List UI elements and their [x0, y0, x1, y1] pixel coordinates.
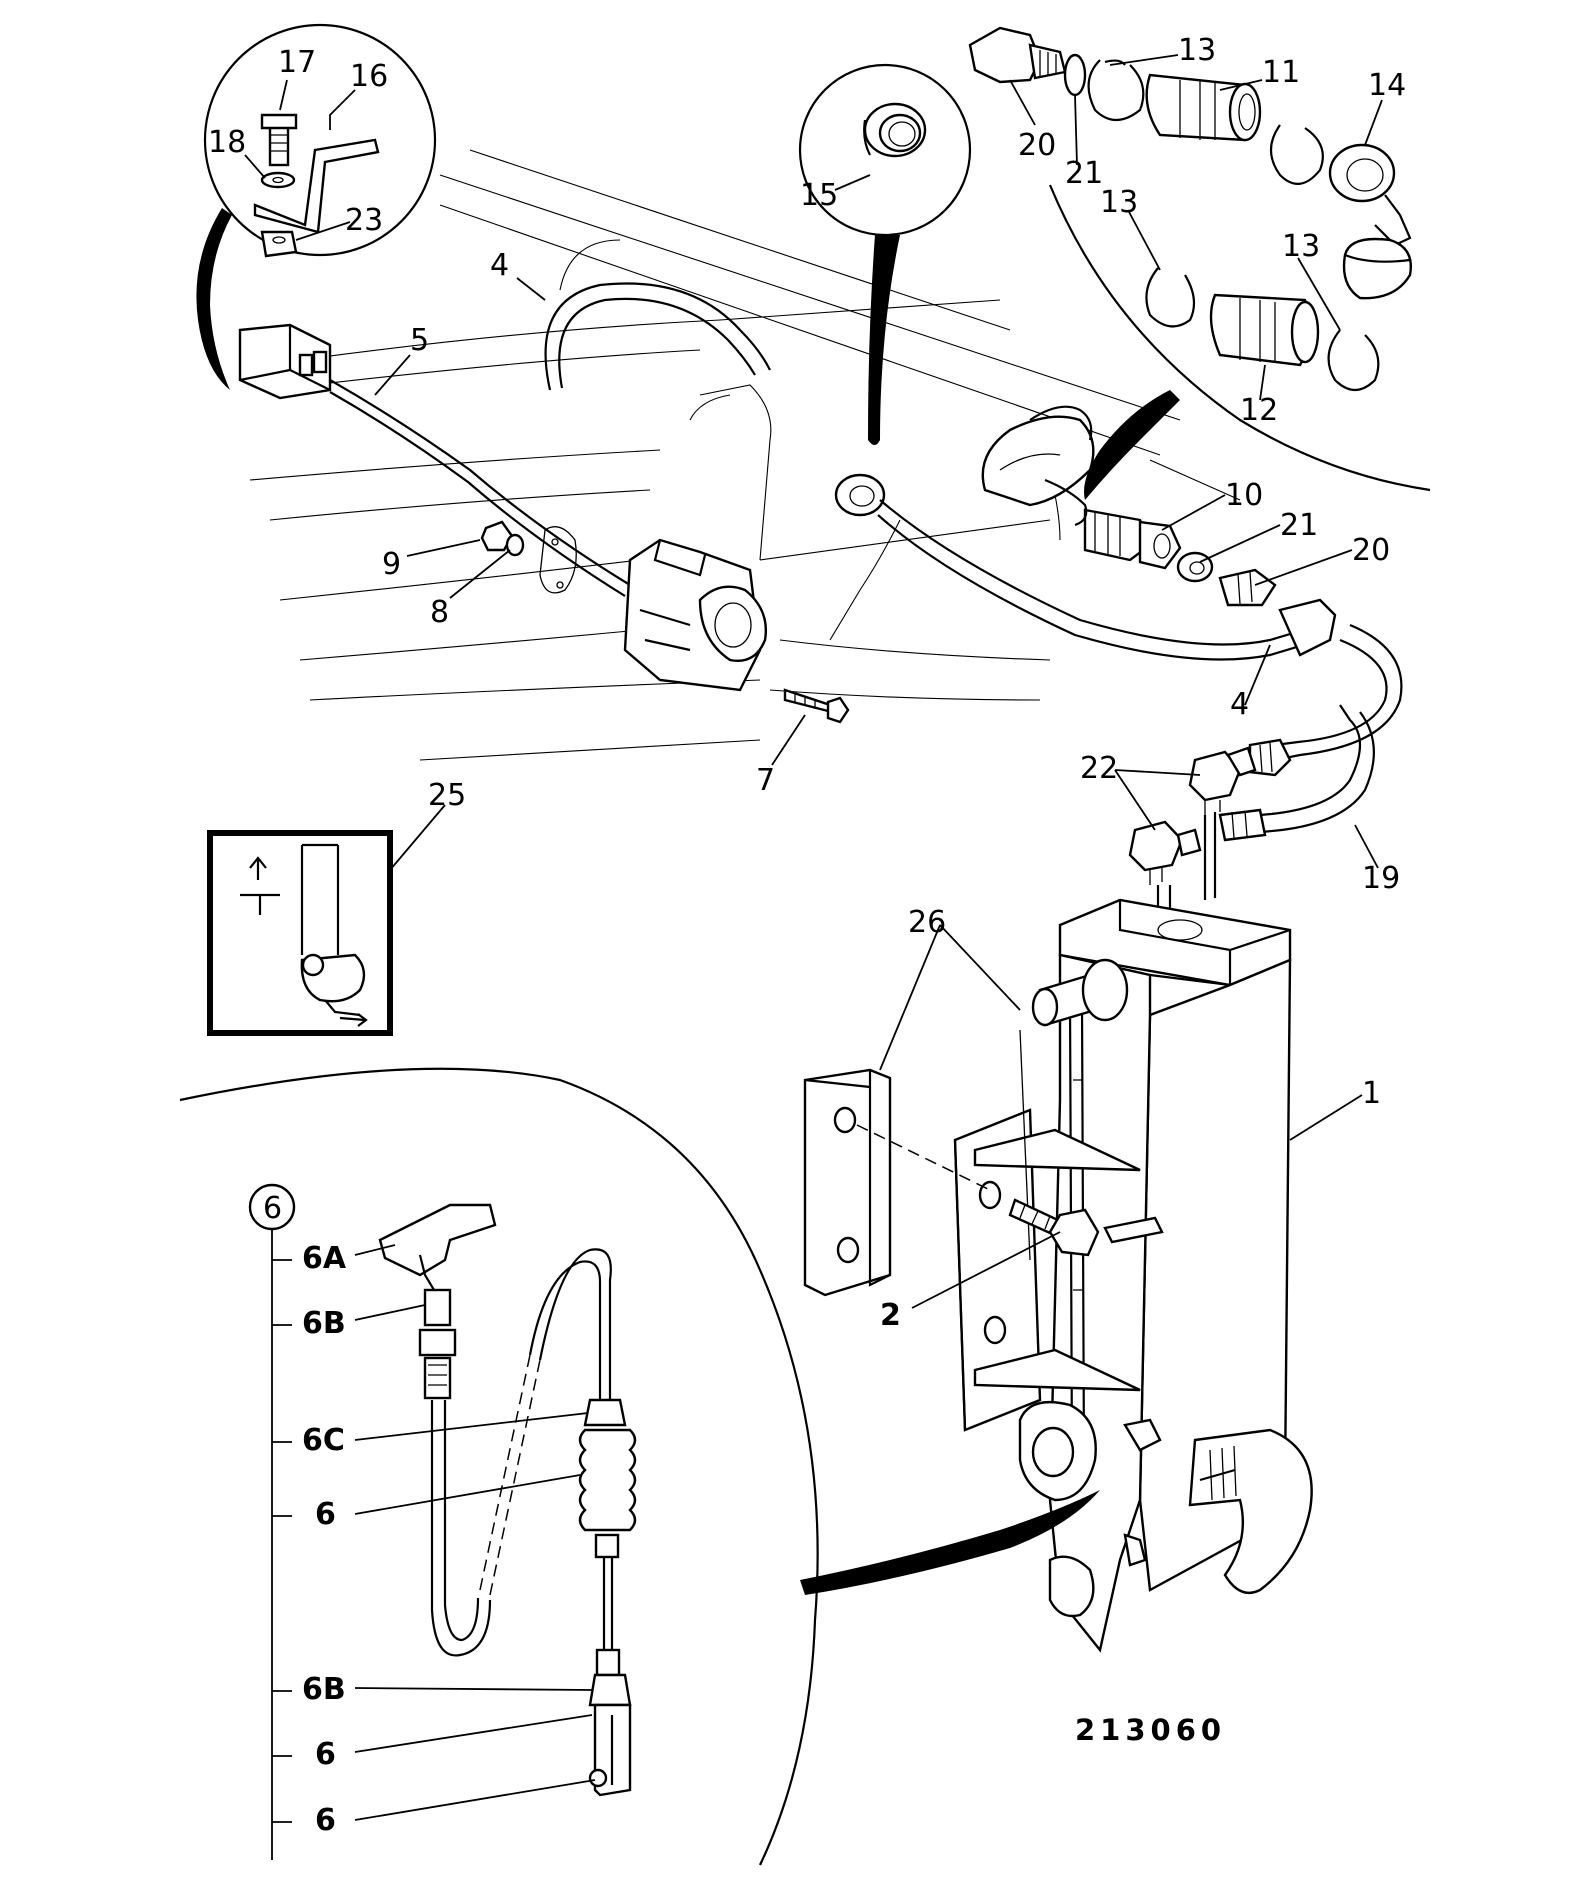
callout-1: 1: [1362, 1076, 1381, 1111]
callout-6b-top: 6B: [302, 1306, 346, 1341]
callout-6c: 6C: [302, 1423, 345, 1458]
hose-lower-with-couplings: [834, 405, 1403, 762]
callout-13a: 13: [1178, 33, 1216, 68]
callout-19: 19: [1362, 861, 1400, 896]
hose-19-and-fittings: [1128, 704, 1375, 920]
callout-4a: 4: [490, 248, 509, 283]
callout-13b: 13: [1100, 185, 1138, 220]
callout-22: 22: [1080, 751, 1118, 786]
callout-16: 16: [350, 59, 388, 94]
electrical-plug-and-cable: [238, 323, 631, 597]
callout-18: 18: [208, 125, 246, 160]
callout-6b-bottom: 6B: [302, 1672, 346, 1707]
callout-10: 10: [1225, 478, 1263, 513]
detail-view-grommet: [798, 63, 972, 445]
warning-decal: [207, 830, 393, 1036]
callout-14: 14: [1368, 68, 1406, 103]
callout-labels: 1244566A6B6C66B6678910111213131314151617…: [208, 33, 1406, 1838]
callout-7: 7: [756, 763, 775, 798]
callout-20b: 20: [1352, 533, 1390, 568]
callout-4b: 4: [1230, 687, 1249, 722]
callout-17: 17: [278, 45, 316, 80]
callout-12: 12: [1240, 393, 1278, 428]
leader-lines: [244, 54, 1383, 1860]
callout-15: 15: [800, 178, 838, 213]
callout-9: 9: [382, 547, 401, 582]
callout-5: 5: [410, 323, 429, 358]
detail-view-couplings: [968, 26, 1431, 500]
callout-6a: 6A: [302, 1241, 347, 1276]
item-6-circle-marker: [248, 1183, 296, 1231]
callout-6-a: 6: [315, 1497, 336, 1532]
callout-21a: 21: [1065, 156, 1103, 191]
callout-11: 11: [1262, 55, 1300, 90]
callout-6-b: 6: [315, 1737, 336, 1772]
detail-view-bracket-fixings: [196, 23, 437, 390]
vehicle-body-outline: [249, 149, 1241, 761]
towing-post-assembly: [803, 898, 1313, 1653]
callout-26: 26: [908, 905, 946, 940]
callout-23: 23: [345, 203, 383, 238]
callout-6-c: 6: [315, 1803, 336, 1838]
hose-upper-loop: [544, 282, 771, 391]
detail-view-release-cable: [179, 1067, 1100, 1866]
callout-6-circle: 6: [263, 1191, 282, 1226]
drawing-reference-number: 213060: [1075, 1713, 1226, 1747]
callout-21b: 21: [1280, 508, 1318, 543]
callout-8: 8: [430, 595, 449, 630]
callout-2: 2: [880, 1298, 901, 1333]
callout-13c: 13: [1282, 229, 1320, 264]
callout-25: 25: [428, 778, 466, 813]
callout-20a: 20: [1018, 128, 1056, 163]
trailer-socket: [480, 520, 850, 724]
